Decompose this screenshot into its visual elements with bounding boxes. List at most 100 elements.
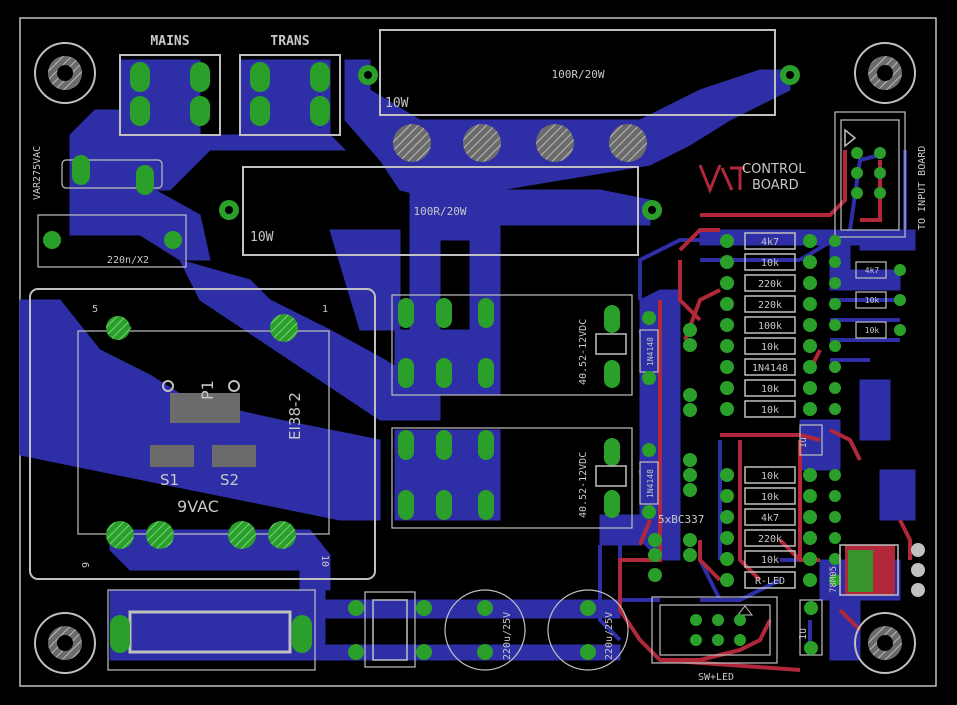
resistor-pad bbox=[803, 276, 817, 290]
resistor-body bbox=[744, 487, 796, 505]
resistor-row: 10k bbox=[720, 550, 841, 568]
resistor-pad bbox=[829, 403, 841, 415]
bridge-rectifier bbox=[348, 591, 432, 668]
resistor-pad bbox=[803, 318, 817, 332]
resistor-pad bbox=[829, 361, 841, 373]
transformer-p1-label: P1 bbox=[198, 380, 217, 400]
diode-1-label: 1N4148 bbox=[646, 337, 655, 366]
resistor-pad bbox=[829, 277, 841, 289]
mounting-hole-bl bbox=[34, 612, 96, 674]
resistor-value: 4k7 bbox=[761, 237, 779, 248]
resistor-pad bbox=[720, 402, 734, 416]
resistor-pad bbox=[720, 276, 734, 290]
transformer-s1-label: S1 bbox=[160, 471, 179, 489]
resistor-value: R-LED bbox=[755, 576, 785, 587]
resistor-100r-top: 100R/20W 10W bbox=[358, 29, 800, 162]
resistor-value: 10k bbox=[761, 405, 779, 416]
resistor-pad bbox=[829, 319, 841, 331]
regulator-label: 78M05 bbox=[829, 566, 839, 593]
resistor-pad bbox=[720, 255, 734, 269]
side-resistor: 10k bbox=[855, 291, 906, 309]
resistor-pad bbox=[803, 489, 817, 503]
capacitor-1u-b: 1u bbox=[799, 424, 823, 456]
cap-x2-label: 220n/X2 bbox=[107, 255, 149, 266]
resistor-pad bbox=[803, 402, 817, 416]
resistor-pad bbox=[720, 573, 734, 587]
resistor-value: 220k bbox=[758, 300, 782, 311]
varistor: VAR275VAC bbox=[32, 146, 163, 200]
resistor-value: 4k7 bbox=[761, 513, 779, 524]
resistor-row: 10k bbox=[720, 466, 841, 484]
side-resistor-value: 10k bbox=[865, 296, 880, 305]
resistor-body bbox=[744, 253, 796, 271]
resistor-pad bbox=[829, 574, 841, 586]
sw-led-label: SW+LED bbox=[698, 672, 734, 683]
resistor-body bbox=[744, 400, 796, 418]
resistor-row: 220k bbox=[720, 274, 841, 292]
resistor-body bbox=[744, 337, 796, 355]
side-resistor-value: 10k bbox=[865, 326, 880, 335]
res-top-power: 10W bbox=[385, 96, 409, 111]
side-resistor-body bbox=[855, 261, 887, 279]
fuse-holder bbox=[107, 589, 316, 671]
transformer-s2-label: S2 bbox=[220, 471, 239, 489]
capacitor-1u: 1u bbox=[798, 599, 823, 656]
resistor-body bbox=[744, 466, 796, 484]
side-resistor-pad bbox=[894, 294, 906, 306]
elcap-1-label: 220u/25V bbox=[502, 612, 513, 660]
resistor-pad bbox=[829, 553, 841, 565]
resistor-pad bbox=[829, 235, 841, 247]
resistor-array: 4k710k220k220k100k10k1N414810k10k10k10k4… bbox=[720, 232, 841, 589]
electrolytic-cap-1: 220u/25V bbox=[444, 589, 526, 671]
transformer-part-label: EI38-2 bbox=[286, 392, 304, 440]
control-board-logo: CONTROL BOARD bbox=[698, 162, 806, 195]
resistor-body bbox=[744, 316, 796, 334]
sw-led-connector: SW+LED bbox=[651, 596, 778, 683]
resistor-pad bbox=[803, 573, 817, 587]
resistor-value: 220k bbox=[758, 534, 782, 545]
side-resistor-body bbox=[855, 291, 887, 309]
resistor-value: 10k bbox=[761, 555, 779, 566]
resistor-row: 4k7 bbox=[720, 232, 841, 250]
resistor-pad bbox=[829, 511, 841, 523]
mounting-holes bbox=[34, 42, 916, 674]
resistor-value: 10k bbox=[761, 471, 779, 482]
trans-label: TRANS bbox=[270, 34, 309, 49]
bottom-copper-traces bbox=[598, 150, 907, 650]
resistor-pad bbox=[803, 381, 817, 395]
mounting-hole-tl bbox=[34, 42, 96, 104]
resistor-value: 100k bbox=[758, 321, 782, 332]
resistor-body bbox=[744, 295, 796, 313]
cap-1u-b-label: 1u bbox=[799, 437, 809, 448]
resistor-row: 10k bbox=[720, 337, 841, 355]
trafo-pin-10: 10 bbox=[319, 555, 330, 567]
transistors bbox=[648, 323, 697, 582]
side-resistor-value: 4k7 bbox=[865, 266, 880, 275]
resistor-body bbox=[744, 358, 796, 376]
resistor-body bbox=[744, 232, 796, 250]
mains-connector: MAINS bbox=[119, 34, 221, 136]
resistor-pad bbox=[720, 552, 734, 566]
resistor-row: 4k7 bbox=[720, 508, 841, 526]
trafo-pin-1: 1 bbox=[322, 304, 328, 315]
transformer-ei38: 5 1 6 10 EI38-2 P1 S1 S2 9VAC bbox=[29, 288, 376, 580]
varistor-label: VAR275VAC bbox=[32, 146, 43, 200]
resistor-value: 10k bbox=[761, 342, 779, 353]
resistor-pad bbox=[829, 298, 841, 310]
resistor-pad bbox=[803, 510, 817, 524]
resistor-pad bbox=[803, 234, 817, 248]
resistor-pad bbox=[720, 489, 734, 503]
resistor-pad bbox=[829, 490, 841, 502]
resistor-pad bbox=[829, 256, 841, 268]
resistor-value: 10k bbox=[761, 258, 779, 269]
resistor-body bbox=[744, 550, 796, 568]
control-board-label-2: BOARD bbox=[752, 178, 799, 193]
resistor-pad bbox=[829, 469, 841, 481]
resistor-pad bbox=[803, 360, 817, 374]
resistor-value: 10k bbox=[761, 492, 779, 503]
resistor-pad bbox=[720, 360, 734, 374]
res-top-value: 100R/20W bbox=[552, 68, 605, 81]
trans-connector: TRANS bbox=[239, 34, 341, 136]
res-mid-value: 100R/20W bbox=[414, 205, 467, 218]
